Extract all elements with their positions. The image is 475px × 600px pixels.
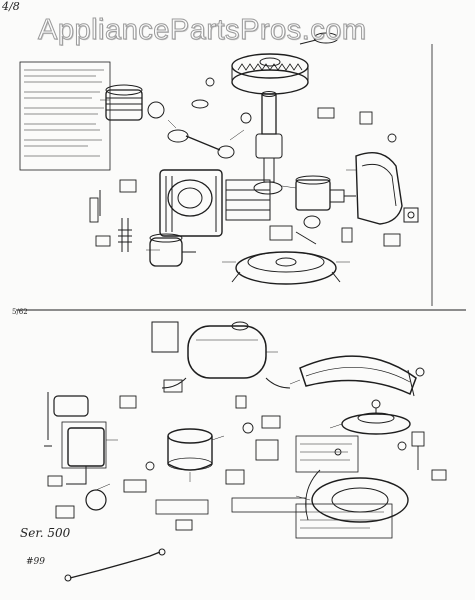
lower-carburetor-drawing [44,392,107,511]
piston-rings-drawing [105,84,209,121]
lower-parts-list-boxes [61,421,393,539]
sump-base-drawing [231,251,341,285]
upper-parts-list-box [19,61,111,171]
air-cleaner-cup-drawing [167,428,213,471]
connecting-rod-drawing [167,129,235,159]
carburetor-drawing [295,175,356,229]
cylinder-block-drawing [159,169,271,237]
page-mark: 5/62 [12,308,28,316]
rotating-screen-drawing [299,32,339,45]
corner-handwritten-note: 4/8 [2,0,20,13]
upper-leader-lines [100,99,356,263]
muffler-drawing [149,233,196,267]
air-cleaner-housing-drawing [355,152,419,225]
sub-handwritten-note: #99 [26,557,45,567]
series-handwritten-note: Ser. 500 [20,526,71,540]
lower-leader-lines [95,351,343,501]
upper-small-parts [89,77,401,247]
valves-drawing [99,190,132,252]
fuel-tank-drawing [151,321,291,389]
appliancepartspros-watermark: AppliancePartsPros.com [38,14,367,47]
lower-small-parts [47,379,447,531]
crankshaft-drawing [253,91,283,195]
choke-link-wire-drawing [64,548,166,582]
blower-housing-drawing [299,355,425,397]
flywheel-drawing [231,53,309,95]
